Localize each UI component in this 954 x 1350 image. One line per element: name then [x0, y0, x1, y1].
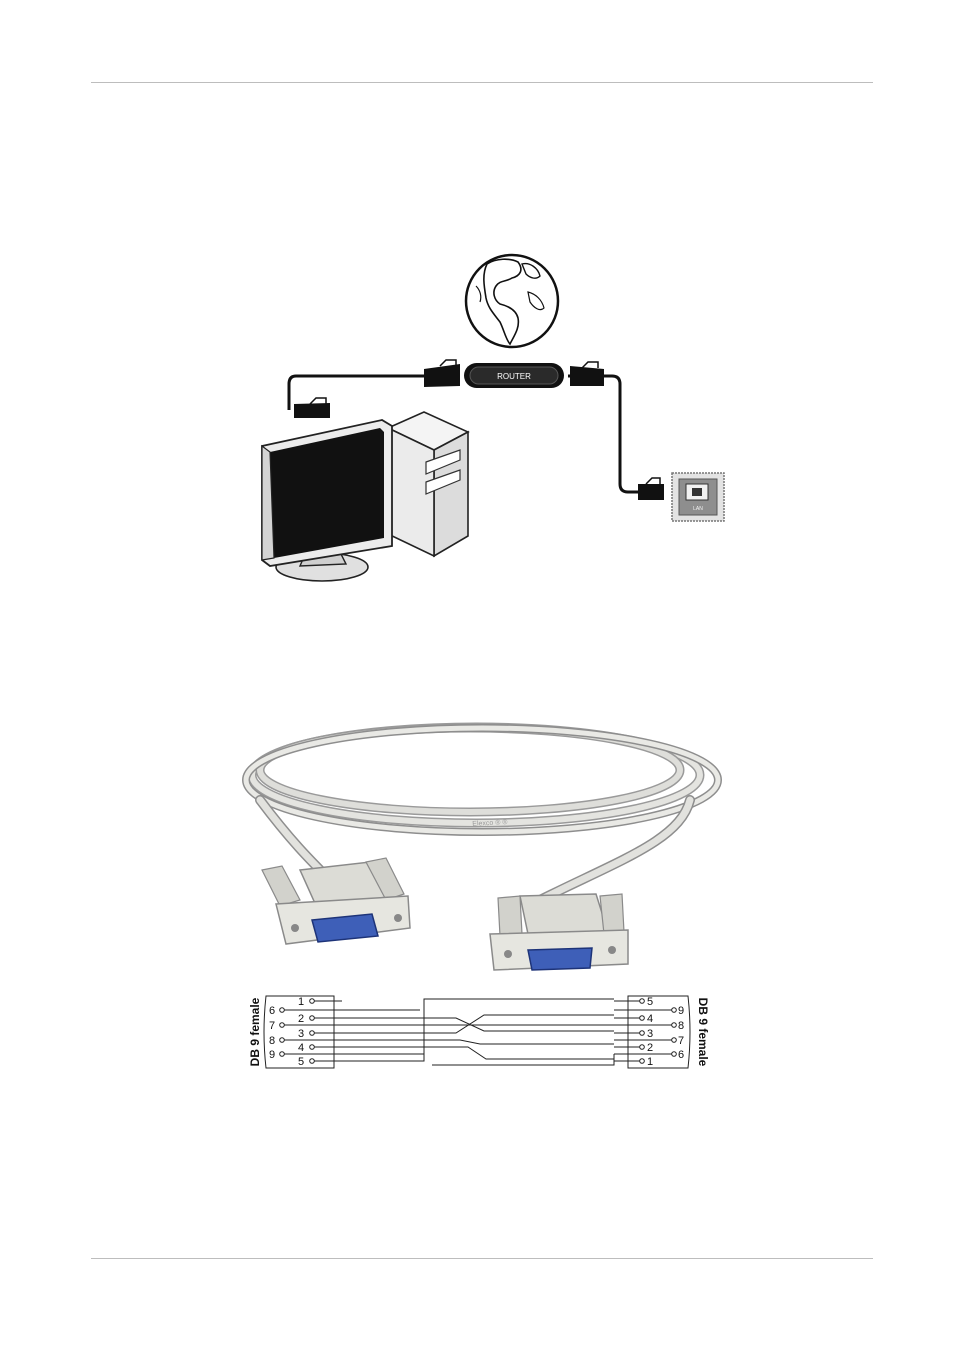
right-pin-9: 9: [678, 1005, 684, 1017]
right-pin-8: 8: [678, 1020, 684, 1032]
crossover-wires: [342, 999, 614, 1065]
right-pin-3: 3: [647, 1028, 653, 1040]
left-pin-3: 3: [298, 1028, 304, 1040]
left-connector-label: DB 9 female: [248, 997, 262, 1066]
left-pin-8: 8: [269, 1035, 275, 1047]
right-pin-7: 7: [678, 1035, 684, 1047]
right-pin-2: 2: [647, 1042, 653, 1054]
left-pin-9: 9: [269, 1049, 275, 1061]
left-pin-2: 2: [298, 1013, 304, 1025]
left-pin-6: 6: [269, 1005, 275, 1017]
left-pin-4: 4: [298, 1042, 304, 1054]
right-pin-6: 6: [678, 1049, 684, 1061]
left-pin-5: 5: [298, 1056, 304, 1068]
left-pin-7: 7: [269, 1020, 275, 1032]
right-connector-label: DB 9 female: [696, 998, 710, 1067]
right-pin-5: 5: [647, 996, 653, 1008]
right-pin-1: 1: [647, 1056, 653, 1068]
right-pin-4: 4: [647, 1013, 653, 1025]
left-pin-1: 1: [298, 996, 304, 1008]
